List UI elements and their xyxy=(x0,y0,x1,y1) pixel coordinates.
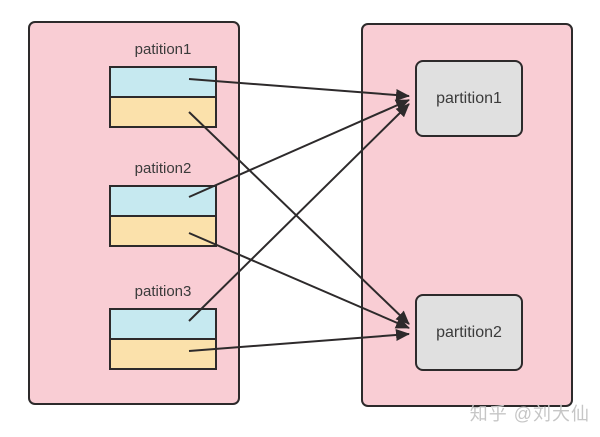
partition2-node-label: partition2 xyxy=(436,323,502,341)
right-partition-panel: partition1 partition2 xyxy=(361,23,573,407)
partition-group-3: patition3 xyxy=(109,283,217,370)
partition-group-1-top-segment xyxy=(109,66,217,98)
partition1-node-label: partition1 xyxy=(436,89,502,107)
partition-group-3-bottom-segment xyxy=(109,338,217,370)
partition-group-3-top-segment xyxy=(109,308,217,340)
partition-group-2-top-segment xyxy=(109,185,217,217)
partition-group-2-label: patition2 xyxy=(134,160,192,177)
partition-group-1-label: patition1 xyxy=(134,41,192,58)
partition1-node: partition1 xyxy=(415,60,523,137)
partition2-node: partition2 xyxy=(415,294,523,371)
partition-group-2: patition2 xyxy=(109,160,217,247)
left-partition-panel: patition1 patition2 patition3 xyxy=(28,21,240,405)
partition-group-1-bottom-segment xyxy=(109,96,217,128)
partition-group-2-bottom-segment xyxy=(109,215,217,247)
partition-group-3-label: patition3 xyxy=(134,283,192,300)
watermark-text: 知乎 @刘大仙 xyxy=(469,404,590,424)
partition-group-1: patition1 xyxy=(109,41,217,128)
